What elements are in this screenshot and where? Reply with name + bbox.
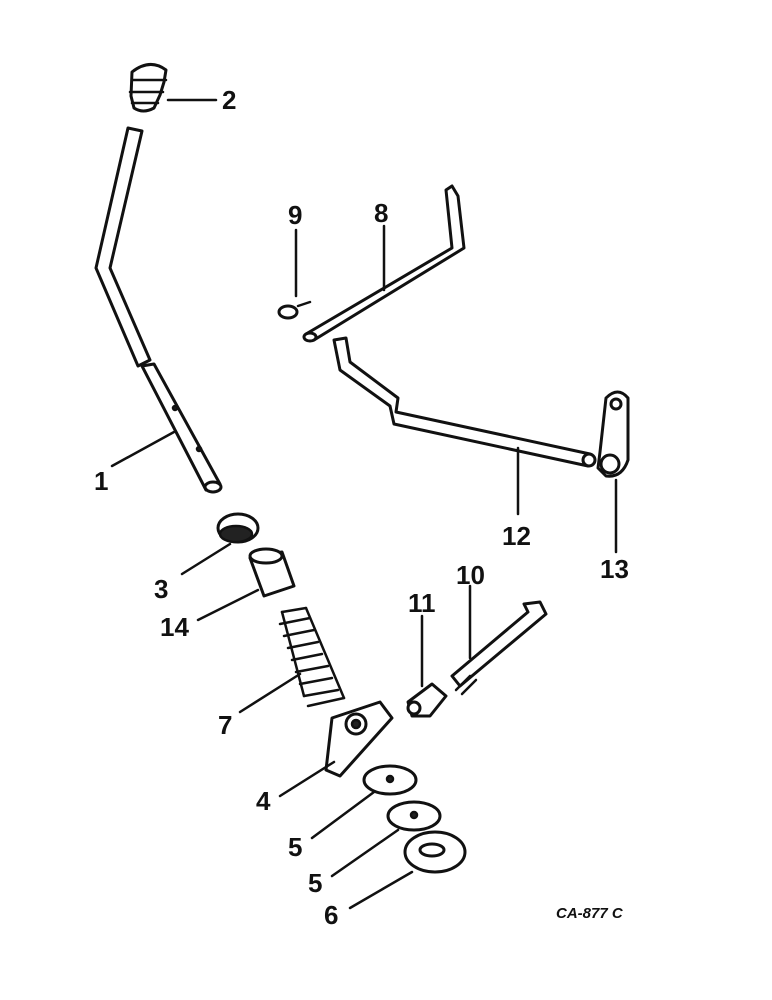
leader-5a <box>310 790 376 840</box>
pin-part <box>406 682 448 718</box>
callout-13: 13 <box>600 554 629 584</box>
washer-upper-part <box>362 764 418 796</box>
spring-part <box>278 606 346 708</box>
callout-8: 8 <box>374 198 388 228</box>
callout-5a: 5 <box>288 832 302 862</box>
cross-shaft-part <box>332 336 597 468</box>
callout-14: 14 <box>160 612 189 642</box>
leader-6 <box>348 870 414 910</box>
leader-5b <box>330 828 400 878</box>
gear-nut-part <box>216 512 260 544</box>
callout-11: 11 <box>408 588 436 618</box>
callouts: 2 1 3 14 7 4 5 5 6 9 8 12 13 11 10 <box>94 85 629 930</box>
callout-7: 7 <box>218 710 232 740</box>
shift-arm-part <box>596 390 630 478</box>
leader-lines <box>110 98 618 910</box>
callout-2: 2 <box>222 85 236 115</box>
leader-1 <box>110 430 176 468</box>
callout-12: 12 <box>502 521 531 551</box>
leader-3 <box>180 542 232 576</box>
leader-4 <box>278 760 336 798</box>
drawing-code: CA-877 C <box>556 905 624 922</box>
callout-6: 6 <box>324 900 338 930</box>
knob-part <box>128 63 168 113</box>
lever-plate-part <box>324 700 394 778</box>
callout-10: 10 <box>456 560 485 590</box>
clip-part <box>277 300 312 320</box>
shift-lever-part <box>94 126 223 494</box>
leader-7 <box>238 672 302 714</box>
leader-14 <box>196 588 260 622</box>
lower-rod-part <box>450 600 548 696</box>
dust-cap-part <box>403 830 467 874</box>
callout-4: 4 <box>256 786 271 816</box>
callout-9: 9 <box>288 200 302 230</box>
upper-rod-part <box>302 184 466 343</box>
bushing-part <box>248 547 296 598</box>
callout-1: 1 <box>94 466 108 496</box>
washer-lower-part <box>386 800 442 832</box>
callout-5b: 5 <box>308 868 322 898</box>
callout-3: 3 <box>154 574 168 604</box>
